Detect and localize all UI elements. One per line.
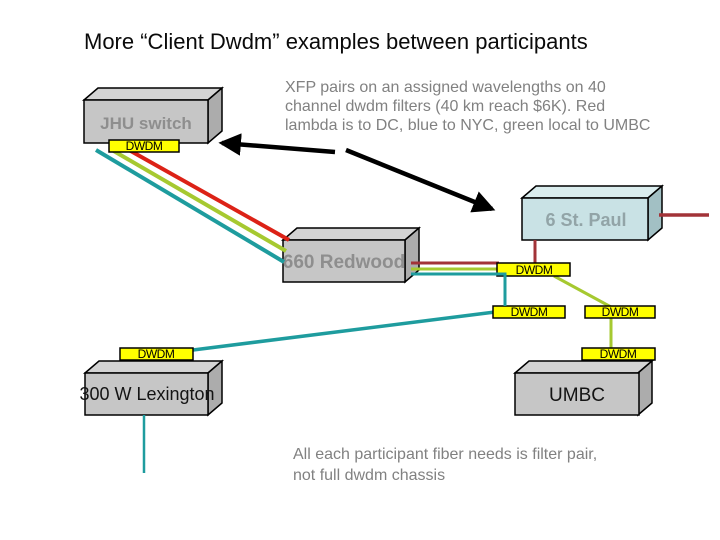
node-label: UMBC <box>549 385 605 406</box>
dwdm-filter-jhu: DWDM <box>108 139 180 153</box>
dwdm-filter-label: DWDM <box>511 305 548 319</box>
node-label: 6 St. Paul <box>545 210 626 230</box>
box-front-face <box>83 99 209 144</box>
box-top-face <box>519 185 665 199</box>
dwdm-filter-label: DWDM <box>126 139 163 153</box>
box-top-face <box>280 227 422 241</box>
dwdm-box <box>108 139 180 153</box>
box-top-face <box>81 87 225 101</box>
dwdm-box <box>119 347 194 361</box>
slide-title: More “Client Dwdm” examples between part… <box>84 29 588 54</box>
dwdm-box <box>496 262 571 277</box>
dwdm-filter-stpaul: DWDM <box>496 262 571 277</box>
fiber-teal-lexington-dwdm <box>192 310 496 352</box>
node-660-redwood: 660 Redwood <box>280 226 422 284</box>
box-front-face <box>521 197 649 241</box>
fiber-green-jhu-redwood <box>110 148 288 253</box>
fiber-red-jhu-redwood <box>128 148 290 242</box>
dwdm-filter-label: DWDM <box>516 263 553 277</box>
dwdm-box <box>584 305 656 319</box>
box-front-face <box>84 372 209 416</box>
dwdm-filter-umbc: DWDM <box>581 347 656 361</box>
node-umbc: UMBC <box>512 359 655 417</box>
fiber-teal-redwood-dwdm <box>411 272 507 306</box>
dwdm-filter-label: DWDM <box>602 305 639 319</box>
dwdm-box <box>581 347 656 361</box>
note-filter-pair: All each participant fiber needs is filt… <box>293 446 598 484</box>
node-6-st-paul: 6 St. Paul <box>519 184 665 242</box>
dwdm-filter-label: DWDM <box>138 347 175 361</box>
dwdm-filter-lexington: DWDM <box>119 347 194 361</box>
node-300-w-lexington: 300 W Lexington <box>79 359 225 417</box>
fiber-teal-jhu-redwood <box>94 148 286 264</box>
arrow-to-st-paul <box>345 147 496 213</box>
node-label: 660 Redwood <box>283 252 405 273</box>
note-xfp-pairs: XFP pairs on an assigned wavelengths on … <box>285 79 651 134</box>
fiber-green-dwdm-dwdm <box>553 274 612 309</box>
arrow-to-jhu-switch <box>218 133 336 156</box>
box-top-face <box>512 360 655 374</box>
box-top-face <box>82 360 225 374</box>
dwdm-filter-label: DWDM <box>600 347 637 361</box>
node-label: JHU switch <box>100 114 192 133</box>
node-label: 300 W Lexington <box>79 384 214 404</box>
node-jhu-switch: JHU switch <box>81 86 225 145</box>
dwdm-box <box>492 305 566 319</box>
box-front-face <box>514 372 640 416</box>
dwdm-filter-green-branch: DWDM <box>584 305 656 319</box>
box-front-face <box>282 239 406 283</box>
dwdm-filter-middle: DWDM <box>492 305 566 319</box>
